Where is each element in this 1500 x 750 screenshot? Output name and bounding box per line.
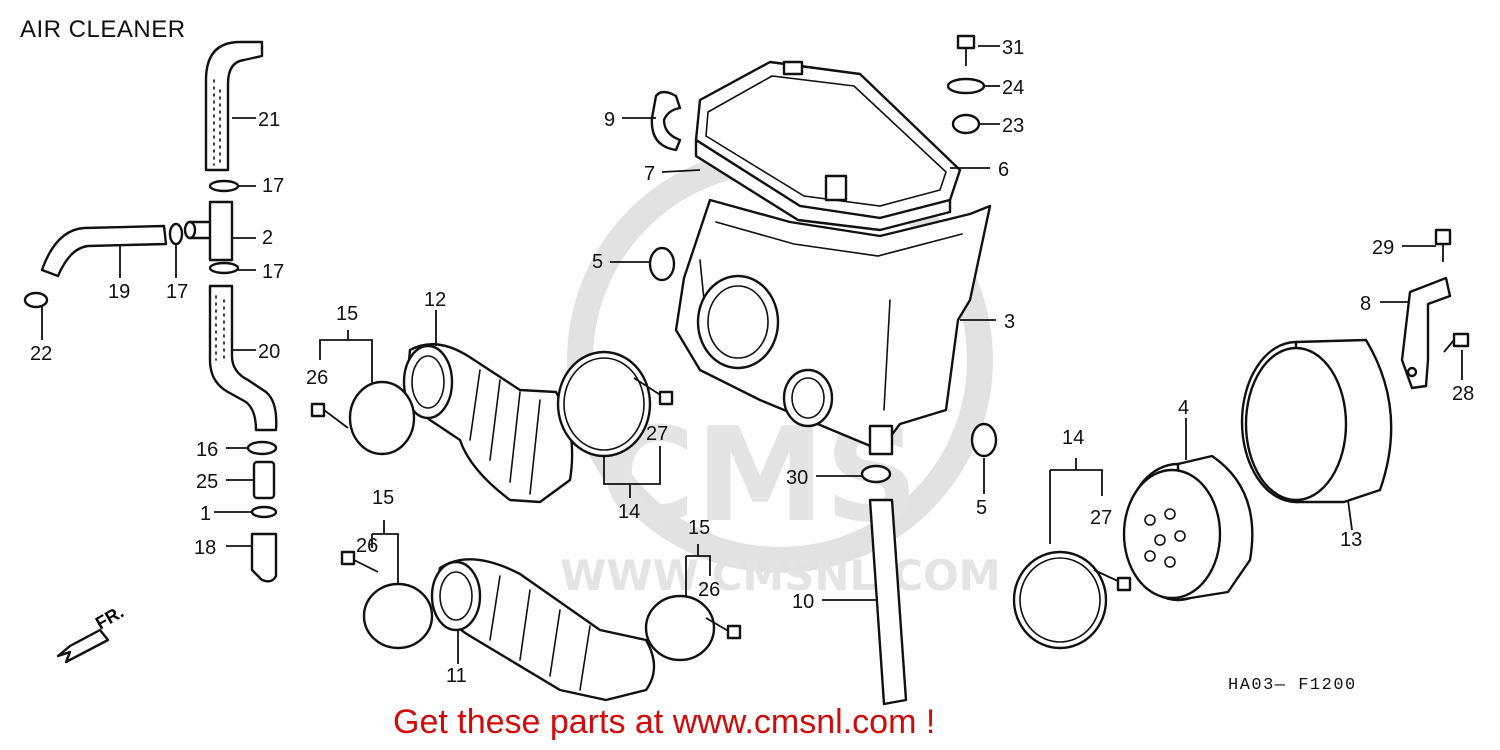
callout-20: 20 [258, 341, 280, 363]
drain-cap-part[interactable] [250, 532, 278, 583]
upper-hose-part[interactable] [204, 40, 264, 172]
callout-27-right: 27 [1090, 507, 1112, 529]
air-cleaner-case-part[interactable] [674, 198, 992, 456]
callout-22: 22 [30, 343, 52, 365]
callout-10: 10 [792, 591, 814, 613]
side-bolt-part[interactable] [1443, 332, 1470, 353]
drain-tube-part[interactable] [868, 498, 908, 706]
bracket-bolt-part[interactable] [1434, 228, 1452, 262]
callout-5-top: 5 [592, 251, 603, 273]
callout-6: 6 [998, 159, 1009, 181]
tube-band-part[interactable] [348, 380, 416, 456]
callout-29: 29 [1372, 237, 1394, 259]
air-cleaner-cover-part[interactable] [694, 60, 962, 232]
promo-link[interactable]: Get these parts at www.cmsnl.com ! [393, 703, 936, 741]
callout-17-mid: 17 [262, 261, 284, 283]
side-hose-part[interactable] [40, 224, 168, 278]
tube-band-part-right[interactable] [644, 594, 716, 662]
hose-holder-part[interactable] [650, 90, 682, 152]
callout-2: 2 [262, 227, 273, 249]
callout-11: 11 [446, 665, 467, 687]
callout-15-right: 15 [688, 517, 710, 539]
callout-26-lower: 26 [356, 535, 378, 557]
callout-25: 25 [196, 471, 218, 493]
band-screw-part-right[interactable] [705, 617, 742, 640]
callout-14-top: 14 [618, 501, 640, 523]
filter-outer-cover-part[interactable] [1240, 338, 1393, 504]
callout-14-right: 14 [1062, 427, 1084, 449]
band-screw-part-lower[interactable] [340, 550, 379, 573]
front-label: FR. [92, 602, 127, 634]
callout-labels: 21 17 2 17 19 17 22 20 16 25 1 18 9 7 6 … [30, 37, 1474, 687]
hose-clip-part[interactable] [208, 179, 240, 193]
air-filter-element-part[interactable] [1122, 454, 1254, 602]
joint-pipe-part[interactable] [252, 460, 276, 500]
diagram-title: AIR CLEANER [20, 16, 186, 43]
mount-grommet-part[interactable] [951, 113, 981, 135]
callout-15-top: 15 [336, 303, 358, 325]
band-bolt-part-lower[interactable] [1093, 569, 1132, 592]
callout-1: 1 [200, 503, 211, 525]
callout-19: 19 [108, 281, 130, 303]
drain-clip-part[interactable] [860, 464, 892, 484]
callout-13: 13 [1340, 529, 1362, 551]
hose-clip-part-lower[interactable] [208, 261, 240, 275]
callout-3: 3 [1004, 311, 1015, 333]
callout-8: 8 [1360, 293, 1371, 315]
large-band-part-lower[interactable] [1012, 550, 1108, 650]
callout-16: 16 [196, 439, 218, 461]
callout-28: 28 [1452, 383, 1474, 405]
intake-tube-part[interactable] [402, 343, 574, 504]
clamp-ring-part[interactable] [246, 440, 278, 456]
callout-17-top: 17 [262, 175, 284, 197]
tube-clip-part[interactable] [250, 505, 278, 519]
front-direction-arrow: FR. [56, 602, 127, 664]
callout-15-lower: 15 [372, 487, 394, 509]
callout-27-top: 27 [646, 423, 668, 445]
callout-21: 21 [258, 109, 280, 131]
callout-31: 31 [1002, 37, 1024, 59]
callout-12: 12 [424, 289, 446, 311]
large-band-part[interactable] [556, 350, 652, 458]
collar-washer-part[interactable] [946, 77, 986, 95]
callout-17-side: 17 [166, 281, 188, 303]
callout-24: 24 [1002, 77, 1024, 99]
grommet-part[interactable] [648, 246, 676, 282]
callout-26-top: 26 [306, 367, 328, 389]
t-joint-part[interactable] [188, 200, 234, 262]
lower-hose-part[interactable] [208, 284, 278, 432]
connecting-tube-part[interactable] [430, 558, 656, 702]
leader-lines [41, 45, 1463, 664]
callout-9: 9 [604, 109, 615, 131]
bolt-top-part[interactable] [956, 34, 976, 66]
callout-5-lower: 5 [976, 497, 987, 519]
band-screw-part[interactable] [310, 402, 349, 429]
callout-7: 7 [644, 163, 655, 185]
callout-18: 18 [194, 537, 216, 559]
callout-4: 4 [1178, 397, 1189, 419]
callout-26-right: 26 [698, 579, 720, 601]
small-clip-part[interactable] [23, 291, 49, 309]
watermark-url: WWW.CMSNL.COM [560, 551, 1001, 600]
grommet-part-lower[interactable] [970, 422, 998, 458]
drawing-code: HA03— F1200 [1228, 676, 1357, 695]
callout-23: 23 [1002, 115, 1024, 137]
stay-bracket-part[interactable] [1400, 276, 1452, 390]
tube-band-part-lower[interactable] [362, 582, 434, 650]
band-bolt-part[interactable] [633, 377, 674, 406]
callout-30: 30 [786, 467, 808, 489]
